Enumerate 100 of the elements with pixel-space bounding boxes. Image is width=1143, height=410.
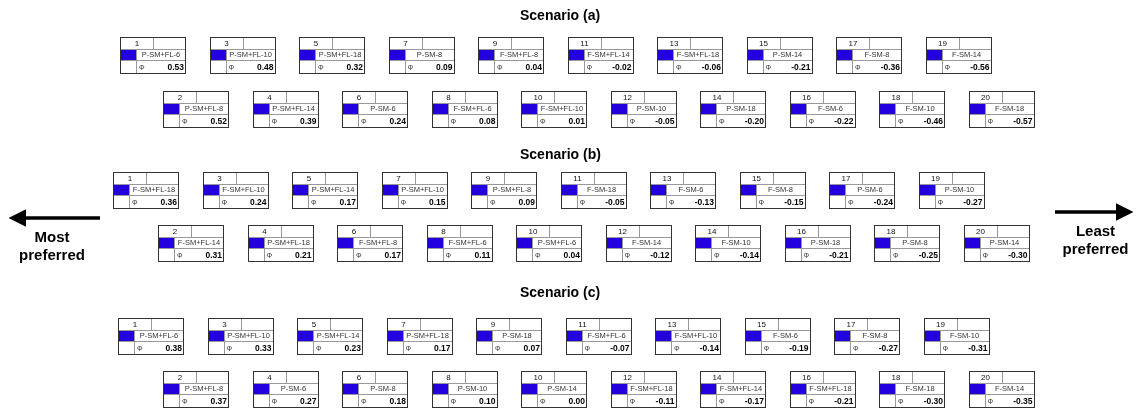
- rank-number: 4: [262, 226, 267, 236]
- net-flow-value: 0.17: [433, 343, 451, 354]
- ranking-card: [784, 225, 851, 262]
- net-flow-value: -0.05: [655, 116, 675, 127]
- ranking-card: [560, 172, 627, 209]
- ranking-card: [789, 91, 856, 128]
- net-flow-value: -0.30: [923, 396, 943, 407]
- ranking-card: [207, 318, 274, 355]
- ranking-card: [695, 225, 761, 262]
- net-flow-value: -0.30: [1008, 250, 1028, 261]
- rank-number: 13: [669, 38, 679, 48]
- net-flow-value: -0.05: [605, 197, 625, 208]
- rank-number: 14: [707, 226, 717, 236]
- ranking-card: [744, 318, 811, 355]
- rank-number: 5: [313, 38, 319, 48]
- rank-number: 17: [846, 319, 856, 329]
- net-flow-value: -0.20: [744, 116, 764, 127]
- ranking-card: [963, 225, 1030, 262]
- net-flow-value: -0.27: [963, 197, 983, 208]
- ranking-card: [567, 37, 634, 74]
- ranking-card: [836, 37, 902, 74]
- rank-number: 11: [578, 319, 587, 329]
- net-flow-value: -0.22: [834, 116, 854, 127]
- net-flow-value: 0.09: [518, 197, 535, 208]
- net-flow-value: -0.19: [789, 343, 809, 354]
- ranking-card: [565, 318, 632, 355]
- ranking-card: [605, 225, 672, 262]
- rank-number: 10: [533, 372, 543, 382]
- rank-number: 13: [662, 173, 672, 183]
- ranking-card: [655, 318, 721, 355]
- ranking-card: [247, 225, 314, 262]
- net-flow-value: 0.48: [256, 62, 274, 73]
- rank-number: 3: [224, 38, 229, 48]
- ranking-card: [158, 225, 224, 262]
- rank-number: 2: [177, 92, 183, 102]
- net-flow-value: 0.08: [478, 116, 496, 127]
- ranking-card: [874, 225, 940, 262]
- ranking-card: [925, 37, 992, 74]
- rank-number: 10: [533, 92, 543, 102]
- net-flow-value: -0.15: [784, 197, 804, 208]
- net-flow-value: -0.46: [923, 116, 943, 127]
- ranking-card: [202, 172, 269, 209]
- ranking-card: [700, 91, 766, 128]
- net-flow-value: 0.04: [563, 250, 580, 261]
- net-flow-value: 0.21: [294, 250, 312, 261]
- rank-number: 7: [401, 319, 406, 329]
- ranking-card: [426, 225, 493, 262]
- net-flow-value: 0.31: [205, 250, 222, 261]
- net-flow-value: 0.09: [435, 62, 453, 73]
- rank-number: 8: [446, 92, 451, 102]
- rank-number: 17: [848, 38, 858, 48]
- net-flow-value: 0.15: [428, 197, 446, 208]
- rank-number: 1: [132, 319, 138, 329]
- ranking-card: [739, 172, 806, 209]
- ranking-card: [521, 371, 587, 408]
- net-flow-value: -0.02: [612, 62, 632, 73]
- rank-number: 16: [802, 92, 811, 102]
- ranking-card: [297, 318, 363, 355]
- ranking-card: [516, 225, 582, 262]
- rank-number: 12: [618, 226, 627, 236]
- ranking-card: [650, 172, 716, 209]
- net-flow-value: -0.21: [829, 250, 849, 261]
- ranking-card: [918, 172, 985, 209]
- rank-number: 18: [886, 226, 896, 236]
- ranking-card: [252, 371, 319, 408]
- net-flow-value: -0.56: [970, 62, 990, 73]
- ranking-card: [386, 318, 453, 355]
- rank-number: 19: [931, 173, 940, 183]
- rank-number: 14: [712, 92, 722, 102]
- net-flow-value: -0.17: [744, 396, 764, 407]
- ranking-card: [431, 91, 498, 128]
- ranking-card: [342, 371, 408, 408]
- rank-number: 11: [580, 38, 589, 48]
- rank-number: 13: [667, 319, 677, 329]
- rank-number: 12: [623, 92, 632, 102]
- rank-number: 9: [492, 38, 498, 48]
- net-flow-value: 0.39: [299, 116, 317, 127]
- rank-number: 3: [222, 319, 227, 329]
- ranking-card: [118, 318, 184, 355]
- ranking-card: [789, 371, 856, 408]
- rank-number: 20: [981, 92, 990, 102]
- rank-number: 12: [623, 372, 632, 382]
- ranking-card: [120, 37, 186, 74]
- rank-number: 8: [446, 372, 451, 382]
- net-flow-value: 0.24: [249, 197, 267, 208]
- net-flow-value: 0.33: [254, 343, 272, 354]
- ranking-card: [381, 172, 448, 209]
- rank-number: 6: [356, 92, 362, 102]
- rank-number: 4: [267, 372, 272, 382]
- rank-number: 16: [797, 226, 806, 236]
- ranking-card: [968, 371, 1035, 408]
- ranking-card: [879, 371, 945, 408]
- rank-number: 19: [938, 38, 947, 48]
- rank-number: 15: [757, 319, 766, 329]
- net-flow-value: 0.53: [167, 62, 184, 73]
- net-flow-value: 0.24: [389, 116, 406, 127]
- ranking-card: [610, 371, 677, 408]
- net-flow-value: -0.21: [834, 396, 854, 407]
- rank-number: 7: [403, 38, 408, 48]
- rank-number: 10: [528, 226, 538, 236]
